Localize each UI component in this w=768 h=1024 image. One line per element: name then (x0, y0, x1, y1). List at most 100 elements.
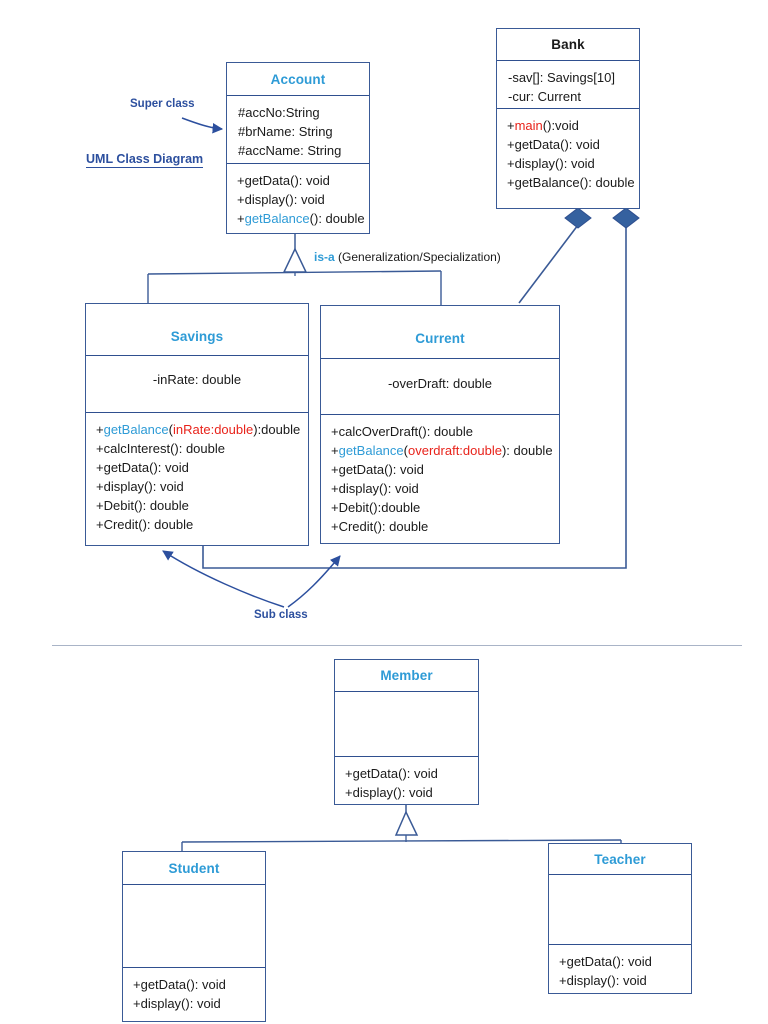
operation-line: +getBalance(inRate:double):double (86, 420, 308, 439)
super-class-pointer (181, 117, 224, 134)
operation-token: +display(): void (331, 481, 419, 496)
operation-token: +display(): void (507, 156, 595, 171)
operation-token: ( (403, 443, 408, 458)
operation-token: +display(): void (237, 192, 325, 207)
operation-token: +display(): void (133, 996, 221, 1011)
operation-token: inRate:double (173, 422, 254, 437)
operation-line: +getBalance(overdraft:double): double (321, 441, 559, 460)
class-current-operations: +calcOverDraft(): double +getBalance(over… (321, 414, 559, 543)
operation-line: +display(): void (497, 154, 639, 173)
operation-token: getBalance (338, 443, 404, 458)
is-a-keyword: is-a (314, 250, 335, 264)
sub-class-pointers (162, 550, 341, 608)
composition-bank-current (518, 207, 592, 304)
attribute-line: -inRate: double (152, 372, 242, 387)
operation-token: getBalance (244, 211, 310, 226)
operation-line: +main():void (497, 116, 639, 135)
operation-token: +Credit(): double (331, 519, 429, 534)
operation-token: + (331, 443, 339, 458)
operation-token: +getData(): void (96, 460, 189, 475)
operation-line: +getData(): void (227, 171, 369, 190)
operation-token: +Credit(): double (96, 517, 194, 532)
class-bank-name: Bank (551, 37, 585, 52)
class-member-name: Member (380, 668, 433, 684)
class-teacher-header: Teacher (549, 844, 691, 874)
class-account-attributes: #accNo:String#brName: String#accName: St… (227, 95, 369, 163)
class-current-name: Current (415, 331, 465, 346)
operation-line: +display(): void (86, 477, 308, 496)
operation-line: +calcInterest(): double (86, 439, 308, 458)
class-student[interactable]: Student +getData(): void +display(): void (122, 851, 266, 1022)
operation-token: +display(): void (559, 972, 647, 988)
operation-token: +Debit():double (331, 500, 421, 515)
attribute-line: -cur: Current (508, 89, 581, 104)
operation-line: +display(): void (549, 971, 691, 990)
operation-token: +getData(): void (345, 765, 438, 781)
attribute-line: #accName: String (238, 143, 342, 158)
operation-line: +getData(): void (549, 952, 691, 971)
class-teacher-attributes (549, 874, 691, 944)
operation-line: +getData(): void (497, 135, 639, 154)
class-account[interactable]: Account #accNo:String#brName: String#acc… (226, 62, 370, 234)
class-account-name: Account (270, 71, 326, 87)
class-student-attributes (123, 884, 265, 967)
class-account-operations: +getData(): void +display(): void +getBala… (227, 163, 369, 233)
operation-token: getBalance (103, 422, 169, 437)
operation-line: +Debit():double (321, 498, 559, 517)
generalization-account (147, 233, 442, 305)
attribute-line: -sav[]: Savings[10] (508, 70, 615, 85)
class-bank[interactable]: Bank -sav[]: Savings[10] -cur: Current +m… (496, 28, 640, 209)
class-savings-header: Savings (86, 304, 308, 355)
class-student-header: Student (123, 852, 265, 884)
operation-line: +getData(): void (335, 764, 478, 783)
operation-line: +getBalance(): double (227, 209, 369, 228)
class-bank-header: Bank (497, 29, 639, 60)
is-a-detail: (Generalization/Specialization) (338, 250, 501, 264)
operation-line: +Credit(): double (86, 515, 308, 534)
attribute-line: #accNo:String (238, 105, 320, 120)
class-savings-operations: +getBalance(inRate:double):double +calcIn… (86, 412, 308, 545)
class-member[interactable]: Member +getData(): void +display(): void (334, 659, 479, 805)
class-current[interactable]: Current -overDraft: double +calcOverDraf… (320, 305, 560, 544)
operation-line: +display(): void (321, 479, 559, 498)
operation-token: +calcInterest(): double (96, 441, 225, 456)
operation-token: ( (168, 422, 173, 437)
class-bank-operations: +main():void +getData(): void +display(): … (497, 108, 639, 208)
class-savings-attributes: -inRate: double (86, 355, 308, 412)
operation-line: +Credit(): double (321, 517, 559, 536)
class-teacher[interactable]: Teacher +getData(): void +display(): void (548, 843, 692, 994)
class-account-header: Account (227, 63, 369, 95)
operation-line: +getData(): void (123, 975, 265, 994)
class-teacher-name: Teacher (594, 851, 646, 867)
operation-token: + (237, 211, 245, 226)
operation-token: +getData(): void (507, 137, 600, 152)
operation-token: (): double (309, 211, 365, 226)
operation-token: +getBalance(): double (507, 175, 635, 190)
class-teacher-operations: +getData(): void +display(): void (549, 943, 691, 993)
operation-line: +getBalance(): double (497, 173, 639, 192)
attribute-line: -overDraft: double (387, 376, 493, 391)
operation-token: ():void (542, 118, 579, 133)
operation-token: +display(): void (345, 784, 433, 800)
operation-token: +getData(): void (559, 953, 652, 969)
operation-token: +calcOverDraft(): double (331, 424, 473, 439)
super-class-label: Super class (130, 98, 195, 110)
page-title: UML Class Diagram (86, 152, 204, 168)
operation-token: +getData(): void (237, 173, 330, 188)
sub-class-label: Sub class (254, 609, 308, 621)
class-student-name: Student (168, 860, 220, 876)
class-savings[interactable]: Savings -inRate: double +getBalance(inRa… (85, 303, 309, 546)
operation-token: +getData(): void (331, 462, 424, 477)
operation-line: +display(): void (335, 783, 478, 802)
operation-token: overdraft:double (408, 443, 502, 458)
operation-token: +getData(): void (133, 977, 226, 992)
section-divider (52, 645, 742, 646)
class-current-header: Current (321, 306, 559, 358)
class-member-header: Member (335, 660, 478, 691)
class-member-attributes (335, 691, 478, 755)
operation-token: + (507, 118, 515, 133)
class-current-attributes: -overDraft: double (321, 358, 559, 414)
operation-token: +Debit(): double (96, 498, 189, 513)
operation-token: ): double (501, 443, 553, 458)
